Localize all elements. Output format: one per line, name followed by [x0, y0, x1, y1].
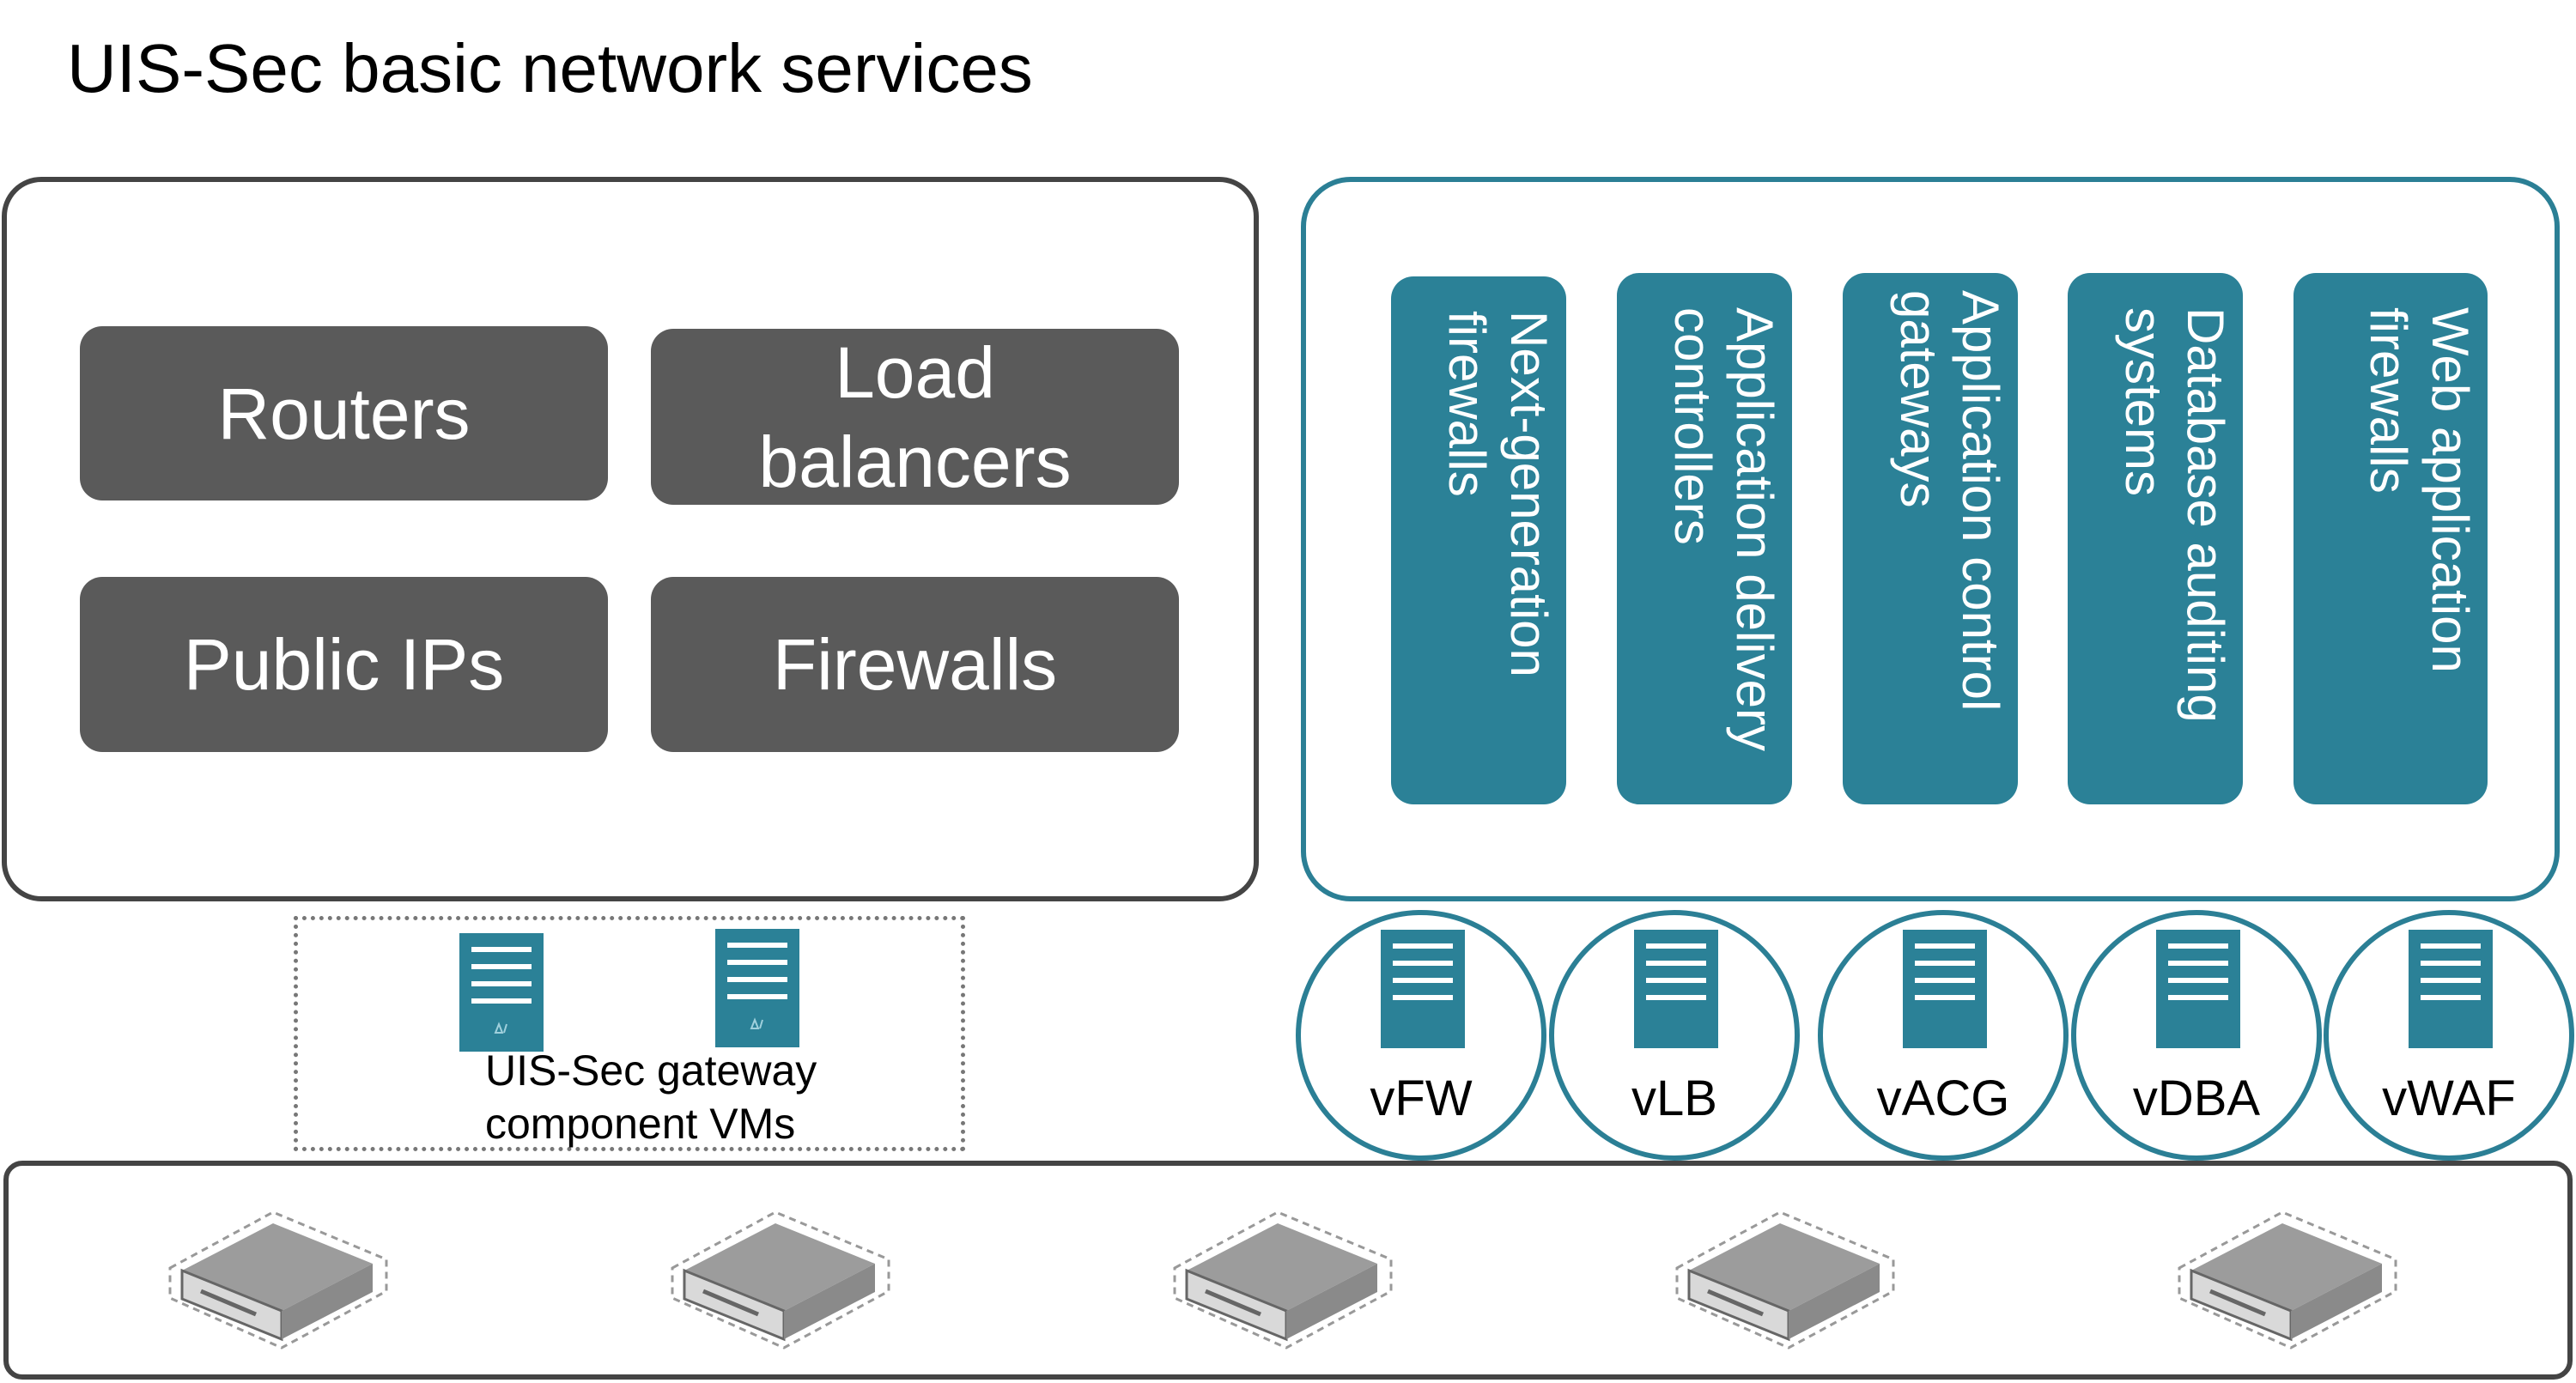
rack-server-icon [161, 1195, 393, 1358]
rack-server-icon [2171, 1195, 2403, 1358]
service-column-ngfw: Next-generation firewalls [1391, 276, 1566, 804]
service-tile-public-ips: Public IPs [80, 577, 608, 752]
service-column-acg: Application control gateways [1843, 273, 2018, 804]
service-tile-routers: Routers [80, 326, 608, 500]
server-tower-icon [1634, 930, 1718, 1048]
advanced-services-panel [1301, 177, 2560, 901]
service-column-dba: Database auditing systems [2068, 273, 2243, 804]
service-column-adc: Application delivery controllers [1617, 273, 1792, 804]
gateway-vm-label-line2: component VMs [485, 1100, 796, 1148]
server-tower-icon [2156, 930, 2240, 1048]
appliance-circle-vwaf: vWAF [2324, 910, 2574, 1161]
appliance-label: vDBA [2132, 1071, 2261, 1126]
appliance-label: vLB [1631, 1071, 1717, 1126]
service-column-label: Application delivery controllers [1664, 307, 1783, 751]
service-tile-firewalls: Firewalls [651, 577, 1179, 752]
basic-services-panel [2, 177, 1259, 901]
service-column-label: Database auditing systems [2115, 307, 2234, 723]
appliance-label: vFW [1370, 1071, 1473, 1126]
hardware-layer [3, 1161, 2573, 1380]
rack-server-icon [1668, 1195, 1900, 1358]
appliance-circle-vfw: vFW [1296, 910, 1546, 1161]
gateway-vm-label-line1: UIS-Sec gateway [485, 1046, 817, 1095]
diagram-title: UIS-Sec basic network services [67, 30, 1033, 106]
server-tower-icon [715, 929, 799, 1047]
appliance-circle-vdba: vDBA [2071, 910, 2322, 1161]
service-tile-load-balancers: Load balancers [651, 329, 1179, 505]
appliance-label: vACG [1876, 1071, 2010, 1126]
service-column-label: Next-generation firewalls [1438, 311, 1558, 677]
appliance-label: vWAF [2382, 1071, 2516, 1126]
gateway-vm-label: UIS-Sec gateway component VMs [485, 1044, 817, 1150]
appliance-circle-vlb: vLB [1549, 910, 1800, 1161]
server-tower-icon [1903, 930, 1987, 1048]
service-column-label: Application control gateways [1890, 290, 2009, 712]
service-column-waf: Web application firewalls [2293, 273, 2488, 804]
server-tower-icon [459, 933, 544, 1052]
gateway-vm-group [294, 916, 965, 1151]
rack-server-icon [1166, 1195, 1398, 1358]
server-tower-icon [1381, 930, 1465, 1048]
service-column-label: Web application firewalls [2360, 307, 2479, 673]
rack-server-icon [664, 1195, 896, 1358]
server-tower-icon [2409, 930, 2493, 1048]
appliance-circle-vacg: vACG [1818, 910, 2069, 1161]
